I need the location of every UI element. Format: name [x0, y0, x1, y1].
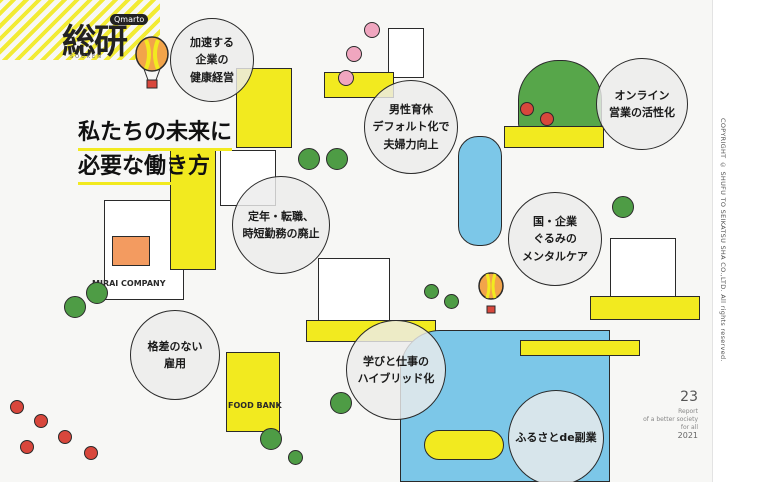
house-right-base: [590, 296, 700, 320]
bubble-kenkou: 加速する 企業の 健康経営: [170, 18, 254, 102]
bubble-koyou: 格差のない 雇用: [130, 310, 220, 400]
apple-tree-1: [10, 400, 24, 414]
tree-2: [64, 296, 86, 318]
tree-9: [288, 450, 303, 465]
logo-sub: SOUKEN: [70, 54, 103, 60]
tree-10: [612, 196, 634, 218]
apple-tree-4: [20, 440, 34, 454]
bubble-mental: 国・企業 ぐるみの メンタルケア: [508, 192, 602, 286]
bubble-teinen: 定年・転職、 時短勤務の廃止: [232, 176, 330, 274]
sign-m: [112, 236, 150, 266]
hill-base: [504, 126, 604, 148]
green-hill: [518, 60, 602, 130]
rooftop-building: [236, 68, 292, 148]
tree-8: [330, 392, 352, 414]
headline-line-2: 必要な働き方: [78, 156, 211, 185]
flower-bed-2: [540, 112, 554, 126]
water-tank: [458, 136, 502, 246]
yellow-building: [170, 150, 216, 270]
flower-bed-1: [520, 102, 534, 116]
blossom-1: [346, 46, 362, 62]
blossom-2: [364, 22, 380, 38]
foodbank-label: FOOD BANK: [228, 401, 282, 410]
year-label: 2021: [677, 431, 698, 440]
island: [424, 430, 504, 460]
bubble-ikukyu: 男性育休 デフォルト化で 夫婦力向上: [364, 80, 458, 174]
bubble-hybrid: 学びと仕事の ハイブリッド化: [346, 320, 446, 420]
headline-line-1: 私たちの未来に: [78, 122, 233, 151]
tree-7: [260, 428, 282, 450]
school-building: [388, 28, 424, 78]
tree-1: [86, 282, 108, 304]
right-margin: [712, 0, 780, 482]
apple-tree-3: [58, 430, 72, 444]
food-bank-building: [226, 352, 280, 432]
page-number: 23: [680, 389, 698, 405]
logo: 総研: [62, 22, 128, 62]
copyright-notice: COPYRIGHT © SHUFU TO SEIKATSU SHA CO.,LT…: [719, 118, 727, 362]
logo-badge: Qmarto: [110, 14, 149, 25]
blossom-3: [338, 70, 354, 86]
bubble-online: オンライン 営業の活性化: [596, 58, 688, 150]
tree-6: [444, 294, 459, 309]
tree-4: [326, 148, 348, 170]
river-bank: [520, 340, 640, 356]
mirai-label: MIRAI COMPANY: [92, 279, 166, 288]
apple-tree-2: [34, 414, 48, 428]
yellow-stripes: [0, 0, 160, 60]
hot-air-balloon-icon: [135, 36, 169, 89]
balloon-small-icon: [478, 272, 504, 314]
house-right: [610, 238, 676, 298]
study-hall: [318, 258, 390, 328]
tree-5: [424, 284, 439, 299]
report-caption: Report of a better society for all: [643, 408, 698, 431]
page: 総研 Qmarto SOUKEN MIRAI COMPANY FOOD BANK: [0, 0, 700, 482]
bubble-fukugyou: ふるさとde副業: [508, 390, 604, 482]
tree-3: [298, 148, 320, 170]
apple-tree-5: [84, 446, 98, 460]
